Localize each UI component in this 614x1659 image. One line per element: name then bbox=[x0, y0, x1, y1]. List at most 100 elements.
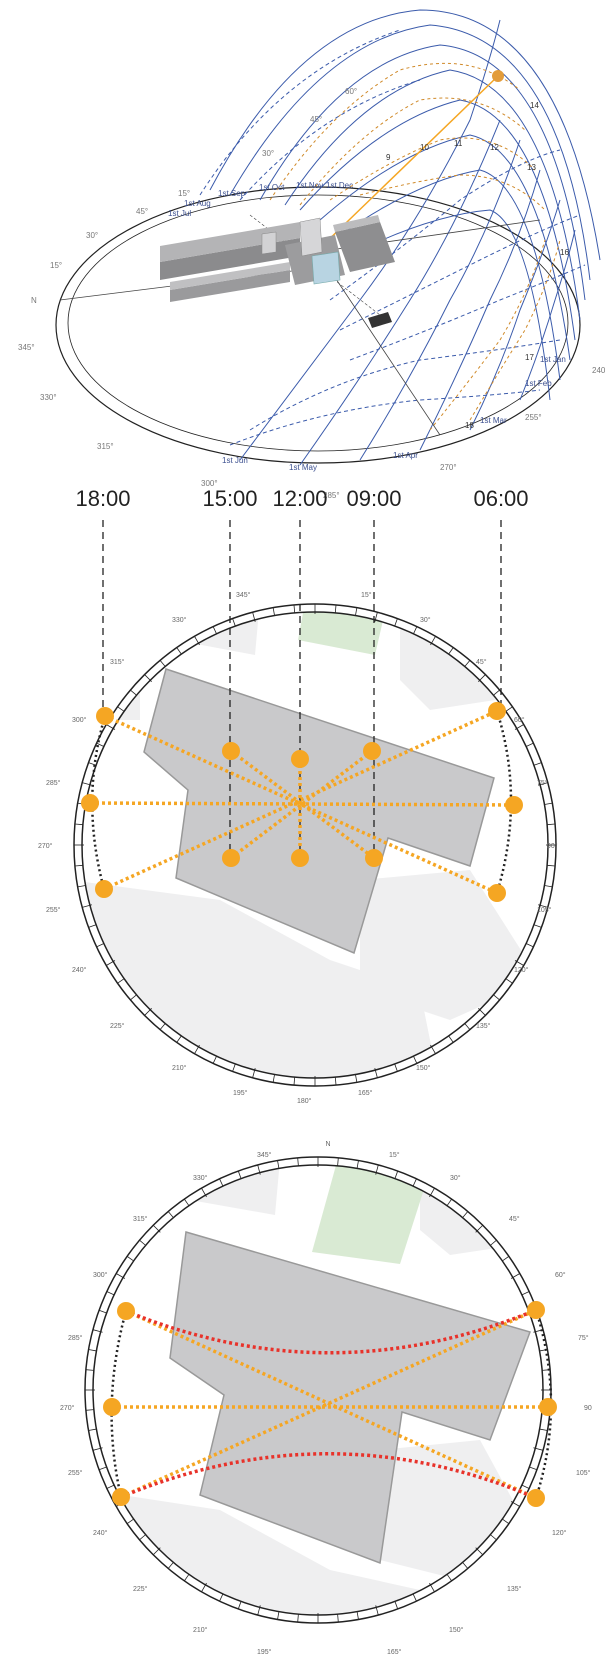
compass-tick bbox=[375, 1605, 379, 1616]
sun-positions bbox=[81, 702, 523, 902]
degree-label: 165° bbox=[358, 1089, 373, 1097]
compass-tick bbox=[374, 612, 378, 622]
month-label: 1st Jan bbox=[540, 355, 566, 364]
compass-tick bbox=[85, 1409, 94, 1411]
degree-label: 330° bbox=[172, 616, 187, 624]
month-label: 1st Apr bbox=[393, 451, 418, 460]
degree-label: 225° bbox=[133, 1585, 148, 1593]
compass-tick bbox=[521, 1484, 530, 1489]
compass-tick bbox=[462, 1562, 469, 1569]
compass-tick bbox=[117, 978, 125, 984]
compass-tick bbox=[514, 724, 524, 730]
compass-tick bbox=[394, 1063, 398, 1072]
compass-tick bbox=[493, 689, 500, 696]
hour-label: 16 bbox=[560, 248, 569, 257]
compass-tick bbox=[272, 607, 275, 616]
compass-tick bbox=[394, 1601, 399, 1610]
compass-tick bbox=[98, 1309, 107, 1314]
degree-label: 315° bbox=[97, 442, 114, 451]
south-axis-line bbox=[329, 269, 441, 436]
compass-tick bbox=[478, 1008, 486, 1016]
compass-tick bbox=[167, 1211, 174, 1218]
compass-tick bbox=[139, 1534, 146, 1541]
compass-tick bbox=[176, 647, 182, 655]
degree-label: 135° bbox=[507, 1585, 522, 1593]
compass-tick bbox=[272, 1074, 275, 1083]
building-footprint bbox=[169, 1231, 531, 1565]
compass-tick bbox=[502, 1518, 510, 1524]
compass-tick bbox=[126, 1256, 134, 1262]
compass-tick bbox=[98, 1466, 107, 1471]
degree-label: 135° bbox=[476, 1022, 491, 1030]
sun-position-dot bbox=[112, 1488, 130, 1506]
degree-label: 255° bbox=[525, 413, 542, 422]
sun-position-dot bbox=[505, 796, 523, 814]
compass-tick bbox=[429, 1188, 435, 1198]
degree-label: 105° bbox=[537, 906, 552, 914]
compass-tick bbox=[375, 1164, 379, 1175]
compass-tick bbox=[490, 1534, 497, 1541]
degree-label: 285° bbox=[46, 779, 61, 787]
compass-tick bbox=[106, 960, 116, 966]
sun-position-dot bbox=[527, 1489, 545, 1507]
sun-plan-seasonal: N 345° 15° 330° 30° 315° 45° 300° 60° 28… bbox=[60, 1141, 592, 1656]
sun-path-grid-blue bbox=[209, 9, 601, 466]
compass-tick bbox=[88, 924, 97, 928]
degree-label: 210° bbox=[172, 1064, 187, 1072]
sun-position-dot bbox=[291, 750, 309, 768]
sun-position-dot bbox=[222, 849, 240, 867]
compass-tick bbox=[82, 904, 92, 908]
time-label-0600: 06:00 bbox=[473, 486, 528, 511]
degree-label: 345° bbox=[18, 343, 35, 352]
hour-label: 14 bbox=[530, 101, 539, 110]
compass-tick bbox=[533, 762, 542, 766]
compass-tick bbox=[116, 1273, 126, 1279]
compass-tick bbox=[106, 1484, 115, 1489]
hour-label: 13 bbox=[527, 163, 536, 172]
degree-label: 315° bbox=[133, 1215, 148, 1223]
compass-tick bbox=[88, 762, 97, 766]
compass-tick bbox=[510, 1273, 520, 1279]
degree-label: 195° bbox=[233, 1089, 248, 1097]
horizon-ring-outer bbox=[55, 186, 581, 464]
compass-tick bbox=[502, 1256, 510, 1262]
compass-tick bbox=[539, 1428, 548, 1431]
compass-tick bbox=[176, 1035, 182, 1043]
compass-tick bbox=[337, 1614, 339, 1623]
compass-tick bbox=[514, 960, 524, 966]
compass-tick bbox=[252, 612, 256, 622]
compass-tick bbox=[412, 1593, 417, 1602]
sun-position-dot bbox=[365, 849, 383, 867]
hour-label: 17 bbox=[525, 353, 534, 362]
compass-tick bbox=[237, 1170, 242, 1179]
compass-tick bbox=[88, 1428, 97, 1431]
compass-tick bbox=[219, 1593, 224, 1602]
degree-label: 75° bbox=[578, 1334, 589, 1342]
compass-tick bbox=[356, 1160, 359, 1169]
degree-label: 270° bbox=[60, 1404, 75, 1412]
compass-tick bbox=[277, 1611, 280, 1620]
compass-tick bbox=[412, 1178, 417, 1187]
compass-tick bbox=[413, 626, 418, 634]
degree-labels: N 345° 15° 330° 30° 315° 45° 300° 60° 28… bbox=[60, 1141, 592, 1656]
compass-tick bbox=[184, 1574, 190, 1582]
compass-tick bbox=[74, 864, 83, 867]
time-label-1500: 15:00 bbox=[202, 486, 257, 511]
sun-position-dot bbox=[117, 1302, 135, 1320]
compass-tick bbox=[526, 943, 534, 948]
hour-label: 12 bbox=[490, 143, 499, 152]
compass-tick bbox=[117, 706, 125, 712]
compass-tick bbox=[429, 1582, 435, 1592]
compass-tick bbox=[544, 802, 553, 805]
compass-tick bbox=[96, 943, 104, 948]
compass-tick bbox=[521, 1291, 530, 1296]
compass-tick bbox=[293, 604, 296, 613]
degree-label: 15° bbox=[361, 591, 372, 599]
compass-tick bbox=[430, 636, 436, 646]
degree-label: 315° bbox=[110, 658, 125, 666]
month-label: 1st Jul bbox=[168, 209, 191, 218]
compass-tick bbox=[475, 1224, 484, 1233]
compass-tick bbox=[505, 978, 513, 984]
month-label: 1st Mar bbox=[480, 416, 507, 425]
compass-tick bbox=[337, 1157, 339, 1166]
